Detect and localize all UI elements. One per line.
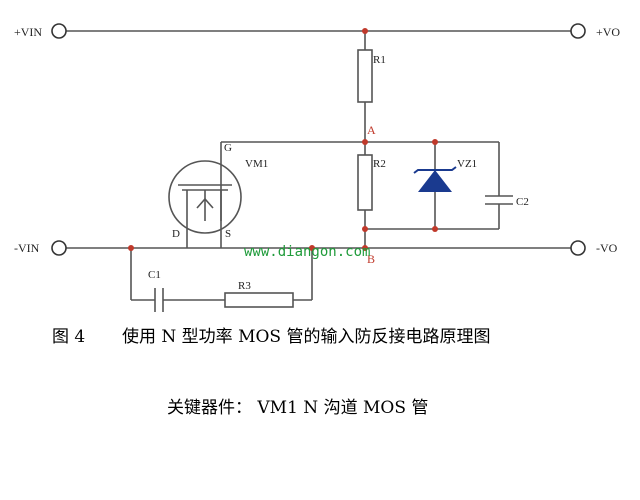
zener-diode [413,166,457,192]
label-source-pin: S [225,228,231,240]
terminal-vo-pos [570,23,586,39]
label-r2: R2 [373,158,386,170]
label-vin-pos: +VIN [14,25,42,39]
junction-dot [362,139,368,145]
r1-resistor [357,49,373,103]
label-node-a: A [367,123,376,137]
label-c2: C2 [516,196,529,208]
watermark-text: www.diangon.com [244,244,370,260]
figure-caption: 使用 N 型功率 MOS 管的输入防反接电路原理图 [122,327,491,347]
label-vin-neg: -VIN [14,241,40,255]
label-node-b: B [367,252,375,266]
junction-dot [432,226,438,232]
figure-number: 图 4 [52,327,86,347]
junction-dot [309,245,315,251]
label-gate-pin: G [224,142,232,154]
label-vm1: VM1 [245,158,268,170]
junction-dot [362,226,368,232]
junction-dot [432,139,438,145]
label-vo-pos: +VO [596,25,620,39]
label-vz1: VZ1 [457,158,477,170]
terminal-vo-neg [570,240,586,256]
junction-dot [362,245,368,251]
label-c1: C1 [148,269,161,281]
junction-dot [128,245,134,251]
terminal-vin-pos [51,23,67,39]
mosfet-arrow [196,197,214,209]
label-r1: R1 [373,54,386,66]
junction-dot [362,28,368,34]
mosfet-body [168,160,242,234]
key-device-line: 关键器件： VM1 N 沟道 MOS 管 [167,398,429,418]
label-r3: R3 [238,280,251,292]
r3-resistor [224,292,294,308]
terminal-vin-neg [51,240,67,256]
label-vo-neg: -VO [596,241,618,255]
r2-resistor [357,154,373,211]
label-drain-pin: D [172,228,180,240]
